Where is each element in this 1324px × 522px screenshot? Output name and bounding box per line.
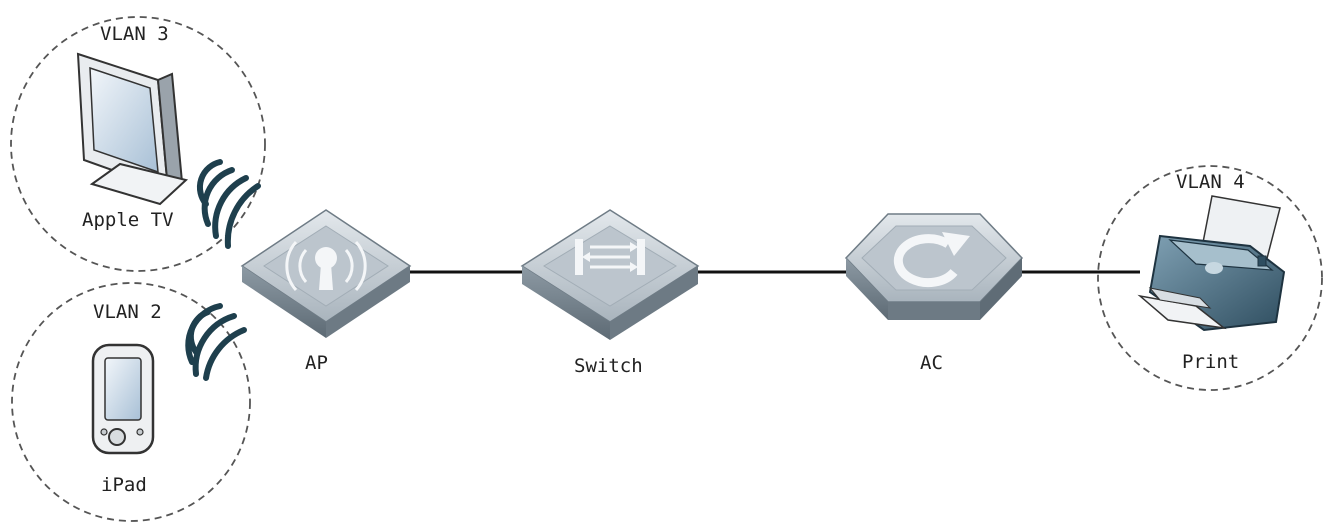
vlan4-label: VLAN 4: [1176, 171, 1245, 193]
printer-label: Print: [1182, 351, 1239, 373]
switch-icon: [520, 209, 700, 340]
ipad-label: iPad: [101, 474, 147, 496]
apple-tv-icon: [76, 52, 189, 206]
vlan2-label: VLAN 2: [93, 301, 162, 323]
vlan4-zone: [1097, 165, 1323, 391]
vlan3-label: VLAN 3: [100, 23, 169, 45]
access-controller-icon: [844, 213, 1024, 320]
wifi-signal-icon: [185, 303, 247, 381]
vlan2-zone: [11, 282, 251, 522]
ap-label: AP: [305, 352, 328, 374]
vlan3-zone: [10, 16, 266, 272]
printer-icon: [1137, 195, 1286, 332]
switch-label: Switch: [574, 355, 643, 377]
wifi-signal-icon: [197, 159, 261, 249]
ipad-icon: [91, 343, 155, 455]
access-point-icon: [240, 209, 412, 338]
ac-label: AC: [920, 352, 943, 374]
apple-tv-label: Apple TV: [82, 209, 174, 231]
